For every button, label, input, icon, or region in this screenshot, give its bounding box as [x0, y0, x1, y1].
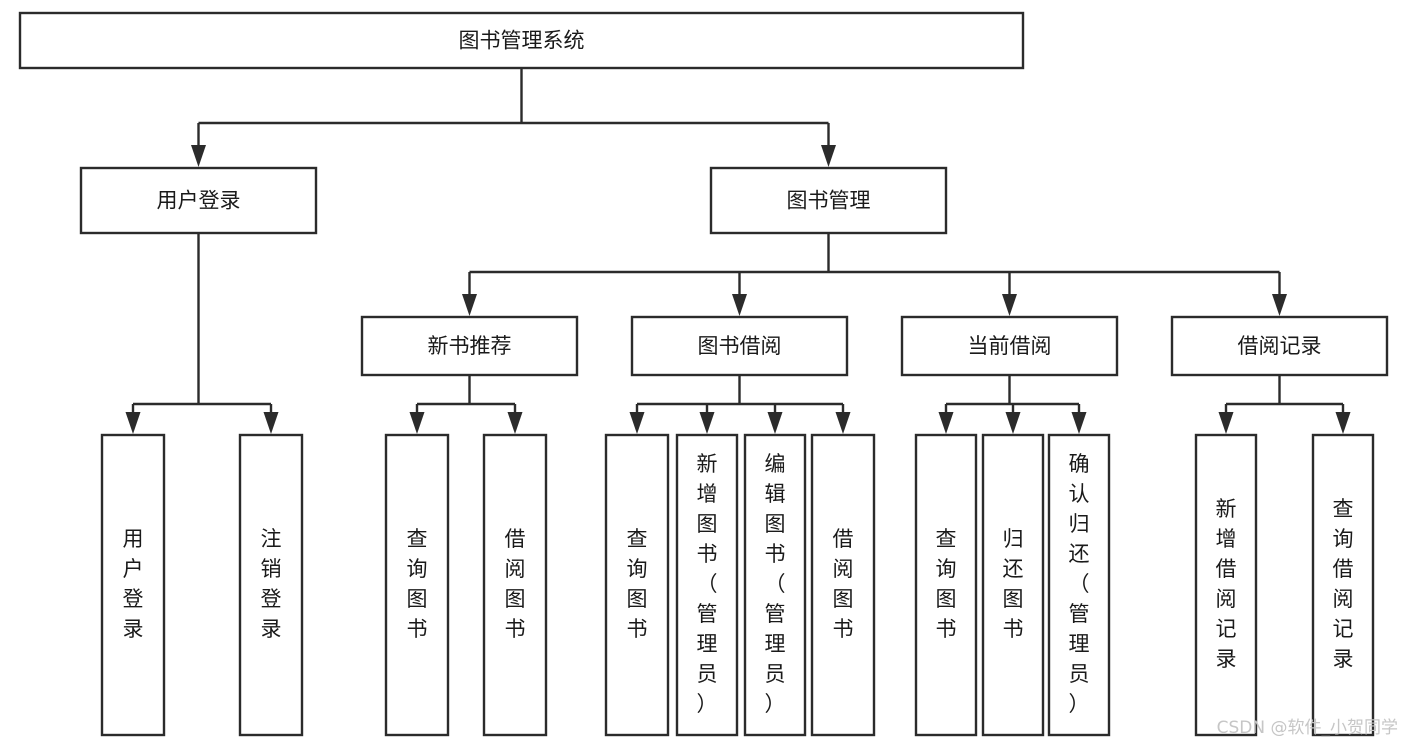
node-label: 用户登录: [157, 189, 241, 213]
arrow-head-icon: [462, 294, 477, 316]
arrow-head-icon: [1071, 412, 1087, 434]
node-leaf-return-book[interactable]: 归还图书: [981, 433, 1045, 737]
node-leaf-user-login[interactable]: 用户登录: [100, 433, 166, 737]
node-box[interactable]: [482, 433, 548, 737]
node-box[interactable]: [675, 433, 739, 737]
node-label: 图书借阅: [698, 334, 782, 358]
arrow-head-icon: [1002, 294, 1017, 316]
arrow-head-icon: [263, 412, 279, 434]
node-label: 查询图书: [936, 527, 957, 641]
node-root[interactable]: 图书管理系统: [18, 11, 1025, 70]
node-box[interactable]: [914, 433, 978, 737]
node-box[interactable]: [18, 11, 1025, 70]
node-leaf-logout[interactable]: 注销登录: [238, 433, 304, 737]
node-label: 确认归还（管理员）: [1069, 452, 1090, 716]
node-label: 图书管理系统: [459, 29, 585, 53]
node-box[interactable]: [743, 433, 807, 737]
arrow-head-icon: [938, 412, 954, 434]
arrow-head-icon: [1218, 412, 1234, 434]
node-box[interactable]: [360, 315, 579, 377]
node-box[interactable]: [630, 315, 849, 377]
arrow-head-icon: [1272, 294, 1287, 316]
node-label: 借阅记录: [1238, 334, 1322, 358]
arrow-head-icon: [835, 412, 851, 434]
node-leaf-query-book-3[interactable]: 查询图书: [914, 433, 978, 737]
node-box[interactable]: [900, 315, 1119, 377]
node-label: 当前借阅: [968, 334, 1052, 358]
node-box[interactable]: [1047, 433, 1111, 737]
arrow-head-icon: [732, 294, 747, 316]
node-box[interactable]: [709, 166, 948, 235]
arrow-head-icon: [191, 145, 206, 167]
node-label: 借阅图书: [505, 527, 526, 641]
arrow-head-icon: [1335, 412, 1351, 434]
node-box[interactable]: [238, 433, 304, 737]
node-current-borrow[interactable]: 当前借阅: [900, 315, 1119, 377]
node-label: 图书管理: [787, 189, 871, 213]
node-leaf-add-book[interactable]: 新增图书（管理员）: [675, 433, 739, 737]
node-box[interactable]: [981, 433, 1045, 737]
arrow-head-icon: [767, 412, 783, 434]
node-label: 新增借阅记录: [1216, 497, 1237, 671]
node-borrow-record[interactable]: 借阅记录: [1170, 315, 1389, 377]
node-book-mgmt[interactable]: 图书管理: [709, 166, 948, 235]
arrow-head-icon: [629, 412, 645, 434]
node-label: 编辑图书（管理员）: [765, 452, 786, 716]
node-box[interactable]: [1311, 433, 1375, 737]
node-layer: 图书管理系统用户登录图书管理新书推荐图书借阅当前借阅借阅记录用户登录注销登录查询…: [18, 11, 1389, 737]
node-label: 归还图书: [1003, 527, 1024, 641]
node-box[interactable]: [604, 433, 670, 737]
arrow-head-icon: [125, 412, 141, 434]
node-label: 查询图书: [627, 527, 648, 641]
node-box[interactable]: [810, 433, 876, 737]
node-box[interactable]: [100, 433, 166, 737]
node-leaf-query-record[interactable]: 查询借阅记录: [1311, 433, 1375, 737]
node-box[interactable]: [79, 166, 318, 235]
node-box[interactable]: [384, 433, 450, 737]
arrow-head-icon: [699, 412, 715, 434]
arrow-head-icon: [507, 412, 523, 434]
node-label: 注销登录: [261, 527, 282, 641]
node-book-borrow[interactable]: 图书借阅: [630, 315, 849, 377]
node-label: 借阅图书: [833, 527, 854, 641]
node-leaf-borrow-book-1[interactable]: 借阅图书: [482, 433, 548, 737]
node-label: 新书推荐: [428, 334, 512, 358]
arrow-head-icon: [1005, 412, 1021, 434]
arrow-head-icon: [409, 412, 425, 434]
node-label: 查询图书: [407, 527, 428, 641]
node-leaf-query-book-2[interactable]: 查询图书: [604, 433, 670, 737]
node-label: 新增图书（管理员）: [697, 452, 718, 716]
node-label: 查询借阅记录: [1333, 497, 1354, 671]
node-box[interactable]: [1194, 433, 1258, 737]
node-leaf-confirm-return[interactable]: 确认归还（管理员）: [1047, 433, 1111, 737]
node-label: 用户登录: [123, 527, 144, 641]
node-box[interactable]: [1170, 315, 1389, 377]
arrow-head-icon: [821, 145, 836, 167]
node-leaf-add-record[interactable]: 新增借阅记录: [1194, 433, 1258, 737]
node-user-login[interactable]: 用户登录: [79, 166, 318, 235]
node-new-book-rec[interactable]: 新书推荐: [360, 315, 579, 377]
node-leaf-borrow-book-2[interactable]: 借阅图书: [810, 433, 876, 737]
node-leaf-query-book-1[interactable]: 查询图书: [384, 433, 450, 737]
connector-layer: [125, 68, 1351, 434]
csdn-watermark: CSDN @软件_小贺同学: [1217, 718, 1398, 738]
node-leaf-edit-book[interactable]: 编辑图书（管理员）: [743, 433, 807, 737]
